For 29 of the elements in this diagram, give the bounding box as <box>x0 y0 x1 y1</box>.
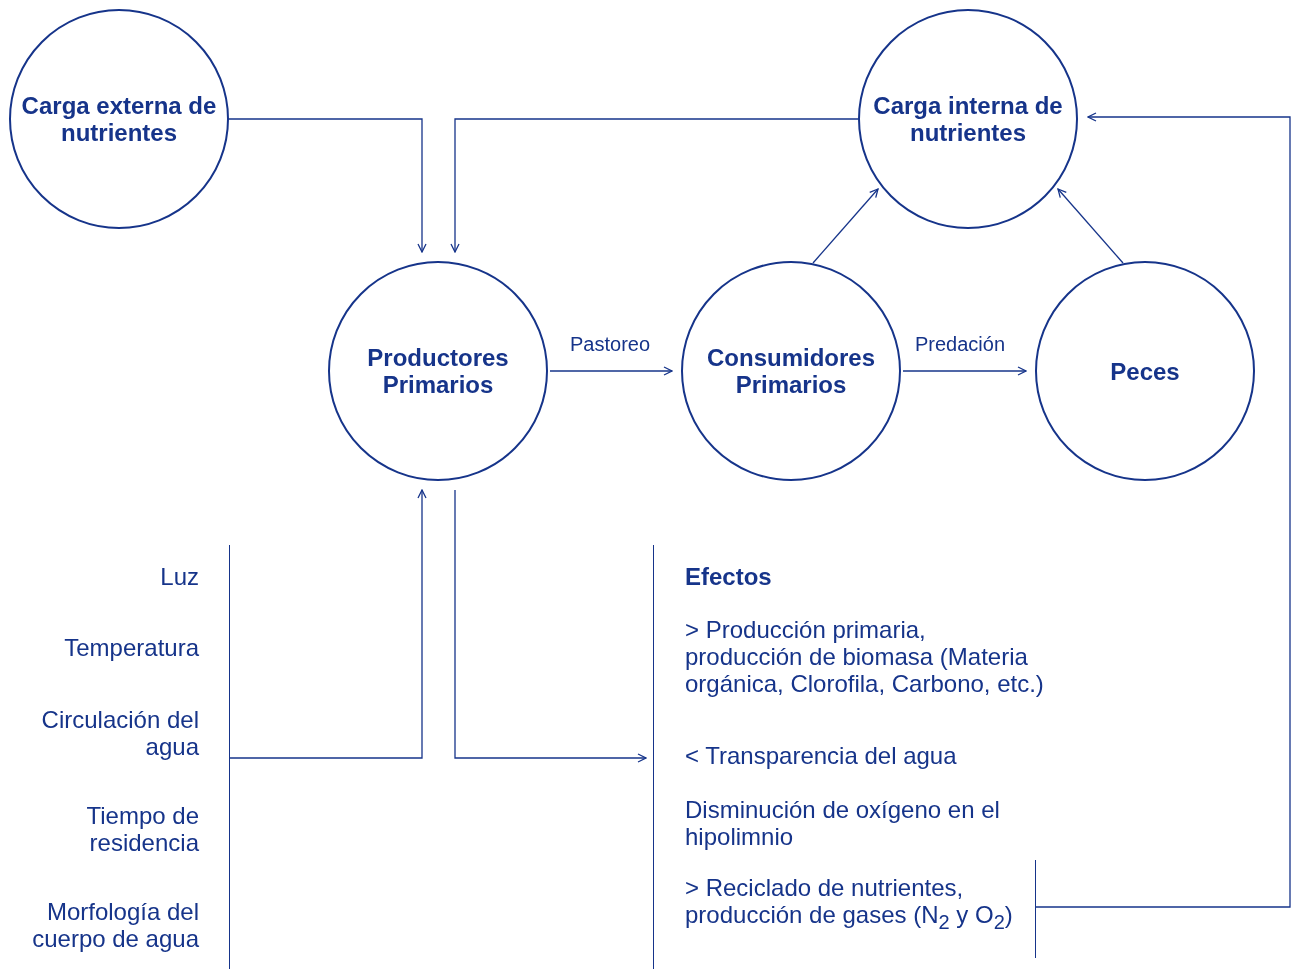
arrow <box>454 489 647 763</box>
heading: Efectos <box>685 563 773 590</box>
arrow <box>228 118 427 253</box>
arrow <box>229 489 427 759</box>
arrow <box>902 366 1027 376</box>
circle-node <box>858 9 1078 229</box>
node-label: Consumidores Primarios <box>706 344 876 398</box>
effect-text: < Transparencia del agua <box>685 742 958 769</box>
effect-text: > Reciclado de nutrientes, producción de gases (N$_{2}$ y O$_{2}$) <box>685 874 1014 935</box>
arrow <box>450 118 859 253</box>
circle-node <box>9 9 229 229</box>
factor-text: Circulación del agua <box>40 706 199 760</box>
node-label: Productores Primarios <box>366 344 510 398</box>
node-label: Peces <box>1110 357 1180 385</box>
arrow <box>1034 112 1291 908</box>
circle-node <box>681 261 901 481</box>
circle-node <box>1035 261 1255 481</box>
effect-text: Disminución de oxígeno en el hipolimnio <box>685 796 1001 850</box>
effect-text: > Producción primaria, producción de biomasa (Materia orgánica, Clorofila, Carbono, etc.) <box>685 616 1045 697</box>
arrow <box>1057 188 1124 264</box>
factor-text: Temperatura <box>63 634 199 661</box>
node-label: Carga externa de nutrientes <box>20 92 218 146</box>
circle-node <box>328 261 548 481</box>
arrow <box>549 366 673 376</box>
node-label: Carga interna de nutrientes <box>872 92 1064 146</box>
factor-text: Luz <box>159 563 199 590</box>
arrow <box>812 188 879 264</box>
factor-text: Morfología del cuerpo de agua <box>31 898 199 952</box>
factor-text: Tiempo de residencia <box>85 802 199 856</box>
